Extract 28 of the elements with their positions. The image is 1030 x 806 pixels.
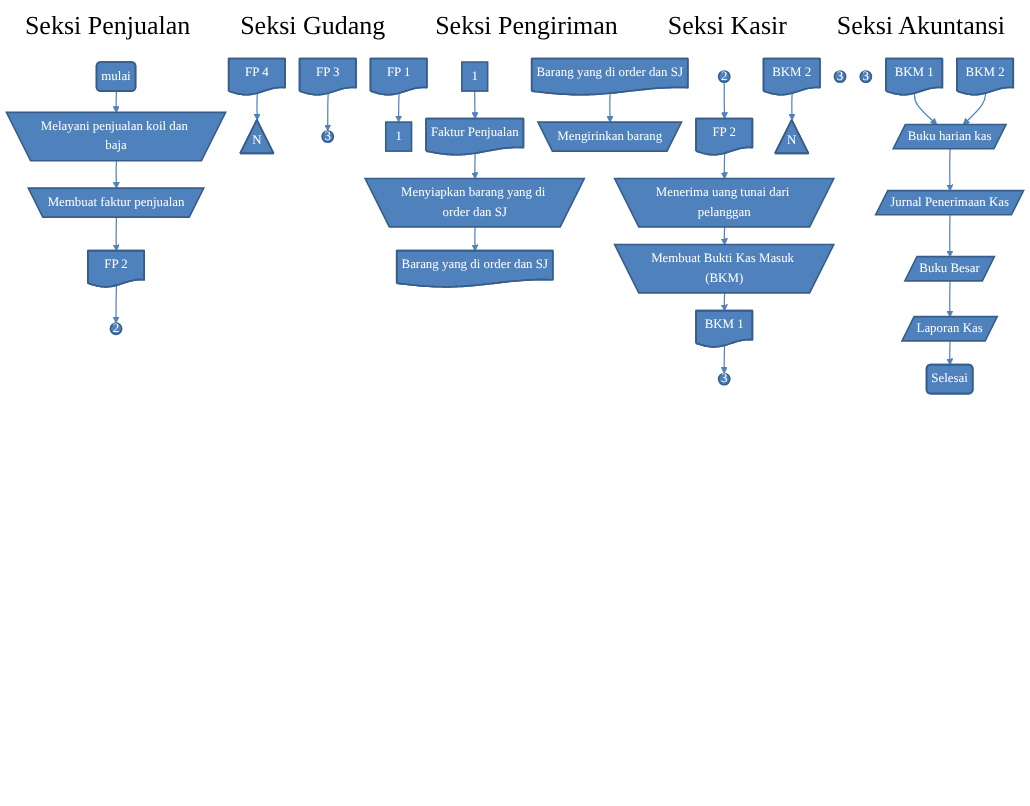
arrow bbox=[946, 214, 954, 258]
arrow bbox=[324, 93, 332, 132]
arrow bbox=[720, 226, 728, 246]
arrow bbox=[112, 216, 120, 252]
arrow bbox=[946, 148, 954, 192]
arrow bbox=[471, 226, 479, 252]
arrow bbox=[788, 93, 796, 121]
arrow bbox=[946, 280, 954, 318]
lane-heading: Seksi Penjualan bbox=[24, 10, 191, 42]
arrow bbox=[395, 93, 403, 123]
arrow bbox=[112, 90, 120, 114]
arrow bbox=[946, 340, 954, 366]
arrow bbox=[253, 93, 261, 121]
arrow bbox=[471, 90, 479, 120]
arrow bbox=[606, 93, 614, 123]
arrow bbox=[471, 153, 479, 180]
lane-heading: Seksi Akuntansi bbox=[836, 10, 1006, 42]
arrow bbox=[112, 160, 120, 189]
arrow bbox=[962, 93, 987, 126]
arrow bbox=[720, 153, 728, 180]
arrow bbox=[720, 345, 728, 374]
arrow bbox=[112, 285, 120, 324]
arrow bbox=[913, 93, 938, 126]
lane-heading: Seksi Pengiriman bbox=[435, 10, 618, 42]
lane-heading: Seksi Kasir bbox=[667, 10, 787, 42]
arrow bbox=[720, 292, 728, 312]
lane-heading: Seksi Gudang bbox=[240, 10, 386, 42]
arrow bbox=[720, 81, 728, 120]
